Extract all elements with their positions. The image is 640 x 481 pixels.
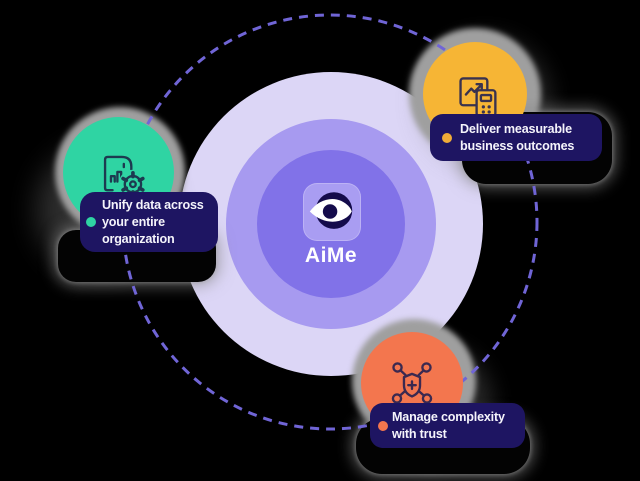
unify-data-pill: Unify data across your entire organizati… xyxy=(80,192,218,252)
teal-bullet-dot xyxy=(86,217,96,227)
unify-pill-line-1: Unify data across xyxy=(102,197,204,212)
hub-logo-tile xyxy=(303,183,361,241)
unify-pill-line-2: your entire xyxy=(102,214,165,229)
deliver-pill-line-1: Deliver measurable xyxy=(460,121,572,136)
unify-pill-line-3: organization xyxy=(102,231,175,246)
manage-pill-line-2: with trust xyxy=(392,426,447,441)
deliver-outcomes-pill: Deliver measurable business outcomes xyxy=(430,114,602,161)
manage-complexity-pill: Manage complexity with trust xyxy=(370,403,525,448)
yellow-bullet-dot xyxy=(442,132,452,143)
eye-icon xyxy=(309,192,353,229)
deliver-pill-line-2: business outcomes xyxy=(460,138,575,153)
hub-label: AiMe xyxy=(304,244,358,267)
orange-bullet-dot xyxy=(378,420,388,431)
manage-pill-line-1: Manage complexity xyxy=(392,409,505,424)
